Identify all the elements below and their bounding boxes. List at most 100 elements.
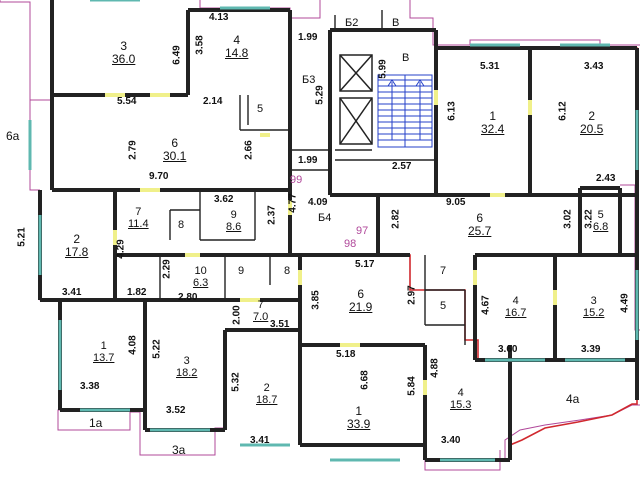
room-area: 15.2 [583, 306, 605, 319]
dimension-label: 2.43 [596, 173, 616, 184]
room-label: 4 15.3 [450, 387, 472, 411]
dimension-label: 4.77 [287, 193, 299, 213]
dimension-label: 2.14 [203, 96, 223, 107]
dimension-label: 5.22 [151, 339, 163, 359]
dimension-label: 3.41 [62, 287, 82, 298]
room-number: 4 [457, 387, 464, 399]
dimension-label: 2.80 [178, 292, 198, 303]
room-label: 2 18.7 [256, 382, 278, 406]
room-label: 5 6.8 [593, 209, 608, 233]
room-area: 16.7 [505, 306, 527, 319]
room-label: 7 7.0 [253, 299, 269, 323]
dimension-label: 5.54 [117, 96, 137, 107]
room-number: 8 [284, 265, 291, 277]
dimension-label: 3.39 [581, 344, 601, 355]
room-number: 6 [357, 287, 365, 301]
room-number: 5 [597, 209, 604, 221]
room-number: Б4 [318, 212, 332, 224]
dimension-label: 2.97 [406, 285, 418, 305]
room-label: 1 33.9 [347, 405, 370, 430]
room-number: 8 [178, 219, 185, 231]
room-label: 3 15.2 [583, 295, 605, 319]
room-area: 25.7 [468, 223, 492, 238]
dimension-label: 2.37 [266, 205, 278, 225]
room-area: 30.1 [163, 148, 187, 163]
marker: 98 [344, 238, 357, 250]
dimension-label: 3.51 [270, 319, 290, 330]
room-area: 6.3 [193, 276, 209, 289]
dimension-label: 3.38 [80, 381, 100, 392]
room-area: 8.6 [226, 220, 242, 233]
dimension-label: 9.05 [446, 197, 466, 208]
dimension-label: 2.66 [243, 140, 255, 160]
room-number: В [402, 52, 410, 64]
dimension-label: 5.21 [16, 227, 28, 247]
dimension-label: 3.58 [194, 35, 206, 55]
room-number: 2 [263, 382, 270, 394]
room-number: Б3 [302, 74, 316, 86]
room-number: 4 [233, 33, 241, 47]
dimension-label: 4.67 [480, 295, 492, 315]
dimension-label: 9.70 [149, 171, 169, 182]
room-label: 9 8.6 [226, 209, 242, 233]
room-label: 1 32.4 [481, 110, 504, 135]
room-number: 7 [257, 299, 264, 311]
dimension-label: 1.82 [127, 287, 147, 298]
room-area: 32.4 [481, 121, 505, 136]
dimension-label: 1.99 [298, 155, 318, 166]
room-number: 7 [440, 265, 447, 277]
room-number: 9 [230, 209, 237, 221]
dimension-label: 3.02 [562, 209, 574, 229]
room-area: 7.0 [253, 310, 269, 323]
room-number: 5 [257, 103, 264, 115]
dimension-label: 6.49 [171, 45, 183, 65]
dimension-label: 2.00 [231, 305, 243, 325]
room-number: В [392, 17, 400, 29]
room-area: 36.0 [112, 51, 136, 66]
room-label: 2 20.5 [580, 110, 603, 135]
room-number: 10 [194, 265, 207, 277]
dimension-label: 5.29 [314, 85, 326, 105]
room-label: 4 16.7 [505, 295, 527, 319]
dimension-label: 3.85 [310, 290, 322, 310]
dimension-label: 3.22 [583, 209, 595, 229]
dimension-label: 4.88 [429, 358, 441, 378]
room-label: 2 17.8 [65, 233, 88, 258]
room-number: 6 [476, 211, 484, 225]
room-area: 21.9 [349, 299, 373, 314]
room-label: 6 25.7 [468, 212, 491, 237]
dimension-label: 5.32 [230, 372, 242, 392]
dimension-label: 4.29 [115, 239, 127, 259]
room-number: 3 [590, 295, 597, 307]
room-number: 2 [588, 109, 596, 123]
room-area: 17.8 [65, 244, 89, 259]
dimension-label: 3.40 [441, 435, 461, 446]
marker: 99 [290, 174, 303, 186]
dimension-label: 4.13 [209, 12, 229, 23]
room-area: 18.7 [256, 393, 278, 406]
room-area: 14.8 [225, 45, 249, 60]
room-number: 3 [120, 39, 128, 53]
room-area: 18.2 [176, 366, 198, 379]
balcony-label: 6а [6, 129, 20, 143]
room-label: 6 30.1 [163, 137, 186, 162]
room-number: Б2 [345, 17, 359, 29]
room-area: 15.3 [450, 398, 472, 411]
dimension-label: 2.29 [161, 259, 173, 279]
room-number: 1 [100, 340, 107, 352]
dimension-label: 2.57 [392, 161, 412, 172]
room-number: 1 [355, 404, 363, 418]
balcony-label: 3а [172, 443, 186, 457]
room-area: 13.7 [93, 351, 115, 364]
dimension-label: 5.99 [377, 59, 389, 79]
dimension-label: 3.60 [498, 344, 518, 355]
room-area: 33.9 [347, 416, 371, 431]
dimension-label: 2.79 [127, 140, 139, 160]
dimension-label: 5.18 [336, 349, 356, 360]
dimension-label: 3.52 [166, 405, 186, 416]
room-number: 6 [171, 136, 179, 150]
room-label: 6 21.9 [349, 288, 372, 313]
dimension-label: 6.12 [557, 101, 569, 121]
room-label: 4 14.8 [225, 34, 248, 59]
room-label: 3 18.2 [176, 355, 198, 379]
